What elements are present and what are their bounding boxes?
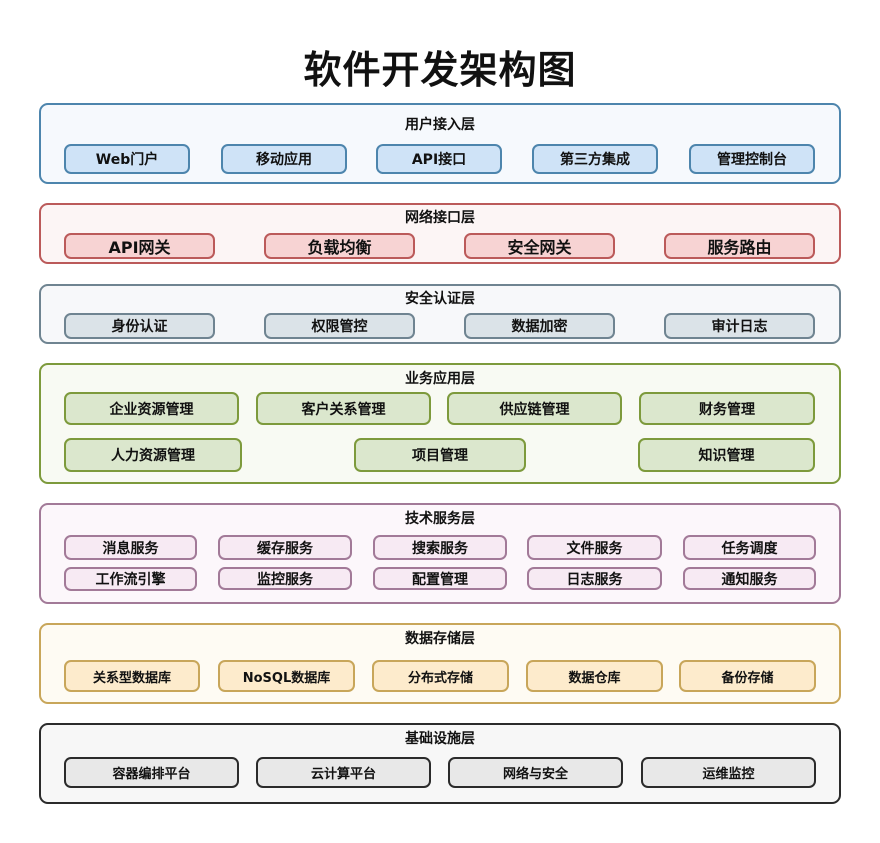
component-tech-7[interactable]: 监控服务 [218,567,352,590]
component-net-3[interactable]: 安全网关 [464,233,615,259]
component-data-3[interactable]: 分布式存储 [372,660,509,692]
layer-title: 数据存储层 [405,631,475,647]
component-user-4[interactable]: 第三方集成 [532,144,658,174]
component-infra-2[interactable]: 云计算平台 [256,757,431,788]
component-biz-5[interactable]: 人力资源管理 [64,438,242,472]
component-tech-3[interactable]: 搜索服务 [373,535,507,560]
component-sec-3[interactable]: 数据加密 [464,313,615,339]
layer-business-app: 业务应用层 企业资源管理客户关系管理供应链管理财务管理人力资源管理 项目管理 知识管… [39,363,841,484]
component-infra-4[interactable]: 运维监控 [641,757,816,788]
component-user-1[interactable]: Web门户 [64,144,190,174]
component-data-2[interactable]: NoSQL数据库 [218,660,355,692]
component-tech-2[interactable]: 缓存服务 [218,535,352,560]
layer-security-auth: 安全认证层 身份认证 权限管控 数据加密 审计日志 [39,284,841,344]
component-biz-6[interactable]: 项目管理 [354,438,526,472]
layer-infrastructure: 基础设施层 容器编排平台云计算平台网络与安全运维监控 [39,723,841,804]
component-user-3[interactable]: API接口 [376,144,502,174]
component-sec-2[interactable]: 权限管控 [264,313,415,339]
component-biz-7[interactable]: 知识管理 [638,438,815,472]
component-infra-3[interactable]: 网络与安全 [448,757,623,788]
layer-user-access: 用户接入层 Web门户 移动应用 API接口第三方集成 管理控制台 [39,103,841,184]
page-title: 软件开发架构图 [303,48,577,92]
component-tech-10[interactable]: 通知服务 [683,567,816,590]
layer-title: 基础设施层 [405,731,475,747]
component-infra-1[interactable]: 容器编排平台 [64,757,239,788]
component-data-4[interactable]: 数据仓库 [526,660,663,692]
component-net-1[interactable]: API网关 [64,233,215,259]
layer-data-storage: 数据存储层 关系型数据库 NoSQL数据库分布式存储数据仓库备份存储 [39,623,841,704]
layer-title: 技术服务层 [405,511,475,527]
component-net-4[interactable]: 服务路由 [664,233,815,259]
component-biz-1[interactable]: 企业资源管理 [64,392,239,425]
component-user-2[interactable]: 移动应用 [221,144,347,174]
layer-title: 业务应用层 [405,371,475,387]
component-tech-9[interactable]: 日志服务 [527,567,662,590]
component-sec-4[interactable]: 审计日志 [664,313,815,339]
component-biz-4[interactable]: 财务管理 [639,392,815,425]
component-sec-1[interactable]: 身份认证 [64,313,215,339]
component-data-1[interactable]: 关系型数据库 [64,660,200,692]
component-tech-5[interactable]: 任务调度 [683,535,816,560]
layer-title: 网络接口层 [405,210,475,226]
component-biz-2[interactable]: 客户关系管理 [256,392,431,425]
component-data-5[interactable]: 备份存储 [679,660,816,692]
component-tech-1[interactable]: 消息服务 [64,535,197,560]
layer-tech-service: 技术服务层 消息服务缓存服务搜索服务文件服务任务调度工作流引擎监控服务配置管理日… [39,503,841,604]
component-user-5[interactable]: 管理控制台 [689,144,815,174]
component-tech-8[interactable]: 配置管理 [373,567,507,590]
layer-network-interface: 网络接口层 API网关 负载均衡 安全网关 服务路由 [39,203,841,264]
component-biz-3[interactable]: 供应链管理 [447,392,622,425]
component-net-2[interactable]: 负载均衡 [264,233,415,259]
component-tech-6[interactable]: 工作流引擎 [64,567,197,591]
layer-title: 用户接入层 [405,117,475,133]
layer-title: 安全认证层 [405,291,475,307]
component-tech-4[interactable]: 文件服务 [527,535,662,560]
